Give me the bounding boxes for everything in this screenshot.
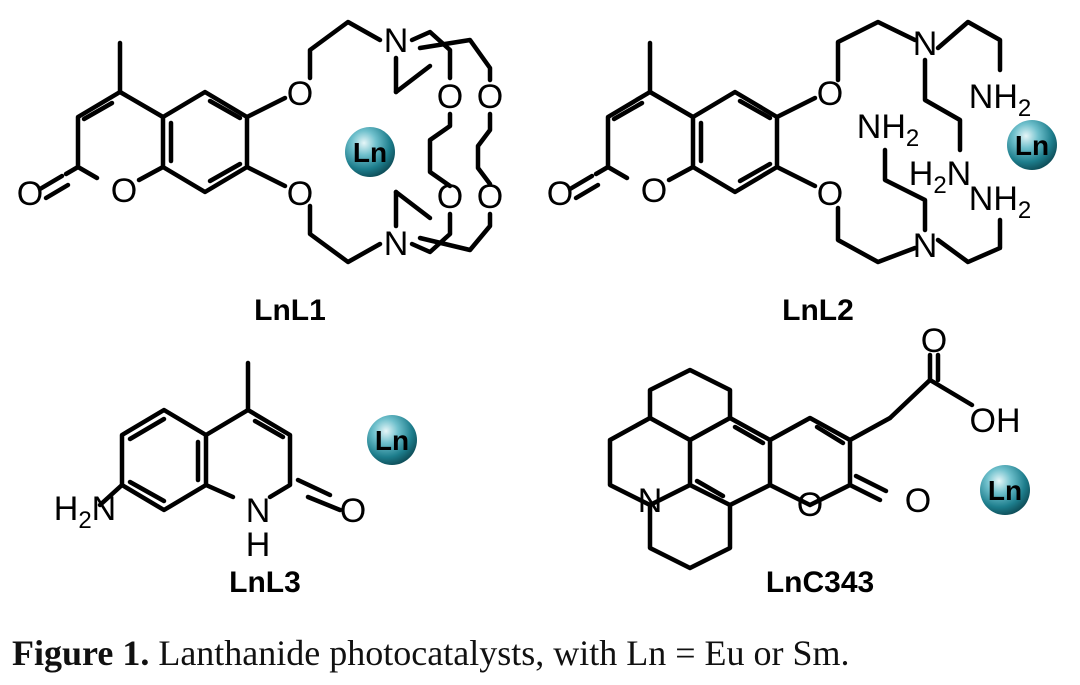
hydroxyl-oh: OH <box>970 402 1021 440</box>
chemical-structures-figure: O O O O N N O O O O Ln LnL1 O O <box>17 19 1057 599</box>
structure-label-lnl2: LnL2 <box>782 294 854 327</box>
structure-lnl3: N H O H2N Ln LnL3 <box>54 360 417 599</box>
atom-h: H <box>246 526 271 564</box>
atom-o: O <box>287 75 313 113</box>
lanthanide-ion-ball <box>980 465 1030 515</box>
atom-o: O <box>437 78 463 116</box>
lanthanide-ion-label: Ln <box>353 137 387 168</box>
structure-label-lnc343: LnC343 <box>766 566 874 599</box>
caption-text: Lanthanide photocatalysts, with Ln = Eu … <box>149 633 850 673</box>
structure-lnc343: N O O O OH Ln LnC343 <box>607 322 1030 599</box>
atom-o: O <box>17 175 43 213</box>
atom-n: N <box>638 482 663 520</box>
atom-n: N <box>384 22 409 60</box>
figure-caption: Figure 1. Lanthanide photocatalysts, wit… <box>12 632 1072 674</box>
lanthanide-ion-label: Ln <box>988 475 1022 506</box>
amine-nh2: NH2 <box>857 108 919 152</box>
atom-o: O <box>477 178 503 216</box>
lanthanide-ion-ball <box>345 127 395 177</box>
atom-o: O <box>477 78 503 116</box>
lanthanide-ion-label: Ln <box>1015 130 1049 161</box>
atom-o: O <box>641 172 667 210</box>
atom-o: O <box>287 175 313 213</box>
lanthanide-ion-ball <box>1007 120 1057 170</box>
atom-n: N <box>246 492 271 530</box>
atom-o: O <box>905 482 931 520</box>
atom-o: O <box>547 175 573 213</box>
structure-label-lnl3: LnL3 <box>229 566 301 599</box>
atom-n: N <box>384 225 409 263</box>
caption-label: Figure 1. <box>12 633 150 673</box>
atom-n: N <box>913 227 938 265</box>
atom-o: O <box>340 492 366 530</box>
lanthanide-ion-ball <box>367 415 417 465</box>
structure-label-lnl1: LnL1 <box>254 294 326 327</box>
atom-o: O <box>817 75 843 113</box>
atom-o: O <box>817 175 843 213</box>
amine-h2n: H2N <box>54 490 116 534</box>
structure-lnl1: O O O O N N O O O O Ln LnL1 <box>17 19 503 327</box>
amine-nh2: NH2 <box>969 180 1031 224</box>
atom-o: O <box>437 178 463 216</box>
amine-h2n: H2N <box>909 155 971 199</box>
atom-o: O <box>797 486 823 524</box>
atom-o: O <box>921 322 947 360</box>
structure-lnl2: O O O O N N NH2 NH2 H2N NH2 Ln LnL2 <box>547 19 1057 327</box>
atom-o: O <box>111 172 137 210</box>
lanthanide-ion-label: Ln <box>375 425 409 456</box>
amine-nh2: NH2 <box>969 78 1031 122</box>
atom-n: N <box>913 25 938 63</box>
